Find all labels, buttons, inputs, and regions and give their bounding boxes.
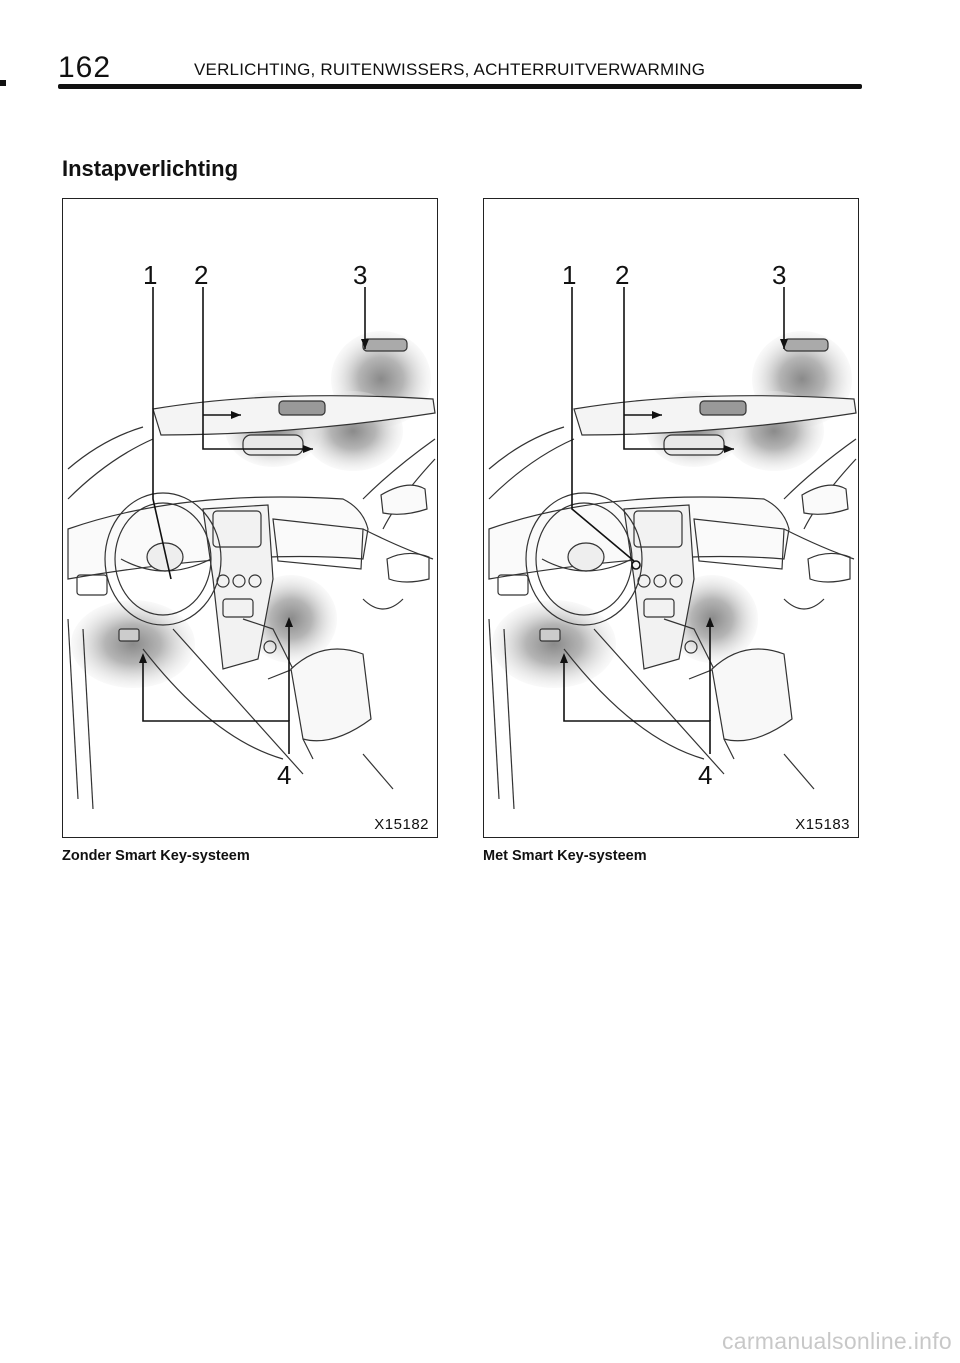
callout-1: 1: [143, 260, 158, 290]
car-interior-illustration: [488, 331, 857, 810]
header-rule: [58, 84, 862, 89]
glovebox: [693, 518, 785, 570]
door-handle: [807, 552, 851, 583]
callout-4: 4: [277, 760, 292, 790]
armrest: [290, 648, 372, 742]
callout-2: 2: [194, 260, 209, 290]
callout-1: 1: [562, 260, 577, 290]
door-handle: [386, 552, 430, 583]
steering-wheel: [525, 492, 643, 626]
a-pillar-left: [67, 426, 144, 470]
light-glow-4a: [71, 600, 195, 688]
figure-caption-right: Met Smart Key-systeem: [483, 848, 647, 864]
figure-with-smart-key: 1 2 3 4 X15183: [483, 198, 859, 838]
figure-code: X15183: [795, 816, 850, 833]
section-title: Instapverlichting: [62, 156, 239, 181]
callout-4: 4: [698, 760, 713, 790]
figure-code: X15182: [374, 816, 429, 833]
room-light: [362, 338, 408, 352]
page-corner-mark: [0, 80, 6, 86]
callout-3: 3: [353, 260, 368, 290]
a-pillar-right: [362, 438, 436, 500]
callout-lines: [139, 287, 369, 754]
side-mirror: [801, 484, 849, 515]
car-interior-illustration: [67, 331, 436, 810]
a-pillar-left: [488, 426, 565, 470]
watermark: carmanualsonline.info: [721, 1328, 952, 1354]
light-glow-4a: [492, 600, 616, 688]
glovebox: [272, 518, 364, 570]
callout-2: 2: [615, 260, 630, 290]
figure-without-smart-key: 1 2 3 4 X15182: [62, 198, 438, 838]
side-mirror: [380, 484, 428, 515]
a-pillar-right: [783, 438, 857, 500]
callout-lines: [560, 287, 788, 754]
armrest: [711, 648, 793, 742]
steering-wheel: [104, 492, 222, 626]
running-head: VERLICHTING, RUITENWISSERS, ACHTERRUITVE…: [194, 60, 706, 79]
map-light: [699, 400, 747, 416]
figure-caption-left: Zonder Smart Key-systeem: [62, 848, 250, 864]
page-number: 162: [58, 51, 112, 84]
map-light: [278, 400, 326, 416]
callout-3: 3: [772, 260, 787, 290]
